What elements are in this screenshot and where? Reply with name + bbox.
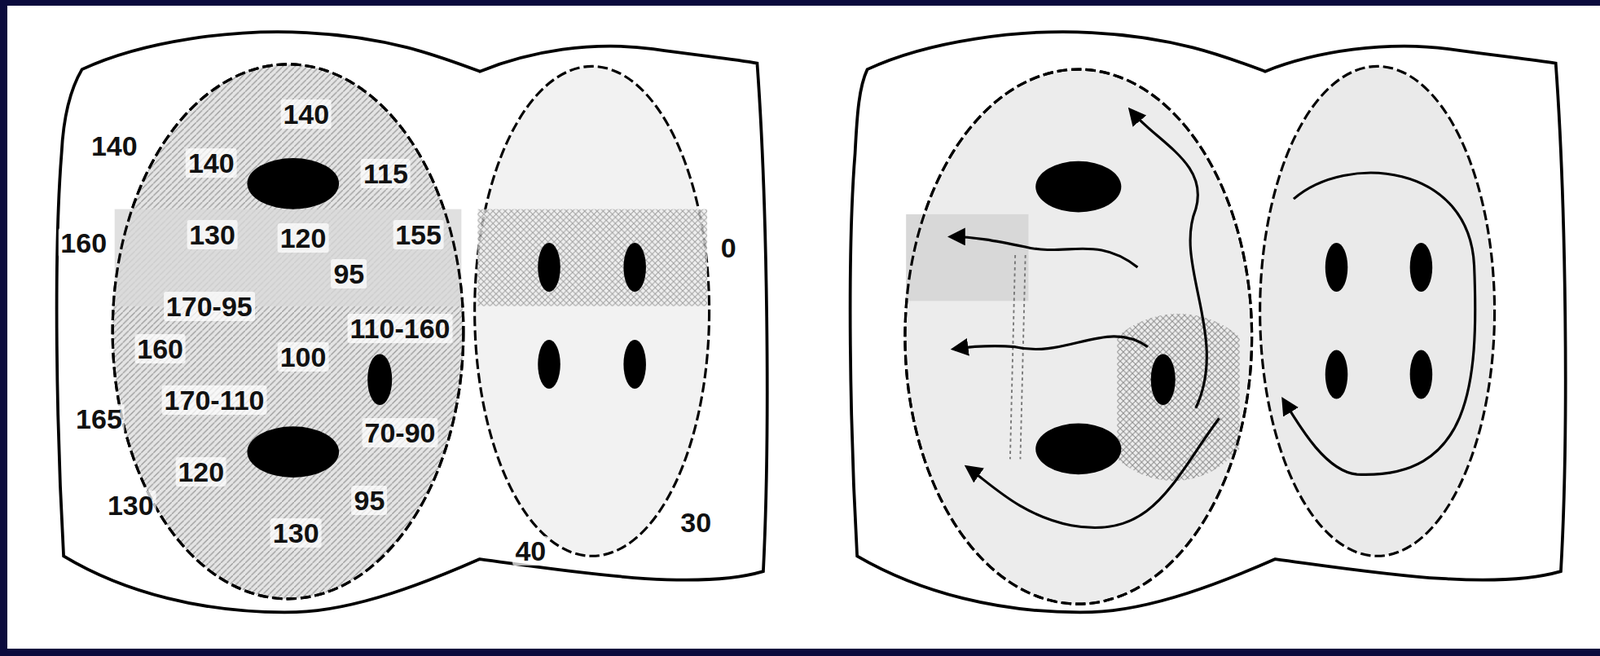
- callout-number: 110-160: [347, 313, 453, 343]
- callout-number: 160: [134, 334, 186, 364]
- muscle-spot: [1325, 242, 1349, 292]
- propagation-arrow: [967, 417, 1219, 528]
- callout-number: 165: [73, 404, 125, 434]
- propagation-arrow: [950, 236, 1138, 268]
- callout-number: 95: [351, 485, 388, 515]
- shaded-band: [905, 214, 1029, 301]
- callout-number: 130: [186, 219, 238, 250]
- callout-number: 130: [270, 518, 322, 548]
- papillary-muscle: [246, 426, 339, 478]
- callout-number: 170-95: [163, 291, 255, 321]
- callout-number: 170-110: [162, 385, 268, 415]
- dotted-boundary: [1010, 254, 1026, 459]
- callout-number: 140: [280, 99, 332, 129]
- left-ventricle-border: [905, 69, 1253, 604]
- papillary-muscle: [1035, 161, 1121, 213]
- callout-number: 120: [277, 223, 330, 253]
- papillary-muscle: [1035, 423, 1121, 475]
- callout-number: 70-90: [362, 417, 439, 448]
- callout-number: 140: [88, 131, 141, 161]
- callout-number: 160: [57, 228, 110, 258]
- callout-number: 130: [105, 490, 157, 520]
- muscle-spot: [367, 353, 392, 405]
- callout-number: 100: [277, 342, 330, 372]
- propagation-arrow: [1283, 172, 1475, 475]
- muscle-spot: [537, 242, 561, 292]
- left-ventricle: [905, 69, 1253, 604]
- left-ventricle: [112, 64, 464, 599]
- callout-number: 115: [360, 158, 411, 189]
- callout-number: 0: [718, 232, 739, 263]
- right-ventricle: [1260, 65, 1495, 556]
- callout-number: 40: [512, 536, 549, 566]
- callout-number: 30: [677, 507, 714, 537]
- callout-number: 140: [185, 148, 238, 178]
- right-ventricle: [474, 65, 710, 556]
- heart-outline: [850, 31, 1566, 612]
- muscle-spot: [1151, 353, 1176, 405]
- papillary-muscle: [246, 158, 339, 210]
- callout-number: 155: [392, 219, 444, 250]
- muscle-spot: [537, 339, 561, 389]
- left-ventricle-border: [112, 64, 464, 599]
- propagation-arrow: [1130, 109, 1208, 409]
- muscle-spot: [1410, 349, 1433, 399]
- muscle-spot: [623, 242, 647, 292]
- muscle-spot: [623, 339, 647, 389]
- muscle-spot: [1325, 349, 1349, 399]
- callout-number: 95: [330, 259, 367, 289]
- propagation-arrow: [953, 336, 1148, 350]
- hatched-region: [1116, 313, 1240, 481]
- muscle-spot: [1410, 242, 1433, 292]
- shaded-band: [477, 209, 708, 307]
- callout-number: 120: [175, 457, 227, 487]
- heart-outline: [57, 31, 768, 612]
